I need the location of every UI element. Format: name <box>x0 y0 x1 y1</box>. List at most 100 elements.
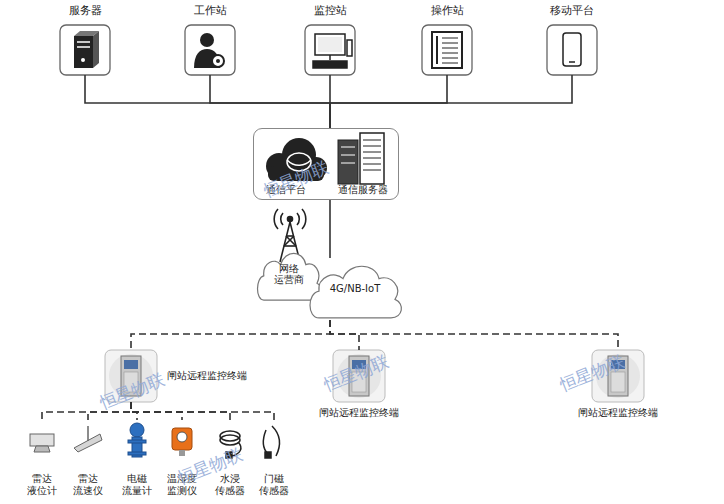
monitor-icon <box>329 55 331 60</box>
node-label: 移动平台 <box>535 5 609 18</box>
icon-frame <box>185 25 235 75</box>
flowmeter-icon <box>128 423 146 457</box>
server-rack-icon <box>363 152 381 153</box>
node-label: 雷达 流速仪 <box>64 473 112 496</box>
antenna-tower <box>297 213 299 225</box>
node-label: 工作站 <box>173 5 247 18</box>
mobile-icon <box>563 33 581 66</box>
node-label: 通信服务器 <box>338 184 388 196</box>
operator-panel-icon <box>442 53 458 54</box>
server-icon <box>93 31 99 68</box>
server-rack-icon <box>341 155 355 156</box>
server-rack-icon <box>338 140 358 184</box>
operator-panel-icon <box>442 63 458 64</box>
connector <box>330 75 447 128</box>
workstation-icon <box>194 33 224 68</box>
monitor-icon <box>318 37 342 52</box>
antenna-tower <box>286 236 296 246</box>
antenna-tower <box>302 209 306 229</box>
connector <box>330 75 572 128</box>
node-label: 操作站 <box>410 5 484 18</box>
workstation-icon <box>216 59 220 63</box>
antenna-tower <box>281 213 283 225</box>
workstation-icon <box>200 33 214 47</box>
device-node: 电磁 流量计 <box>113 420 161 496</box>
radar-level-icon <box>34 446 50 452</box>
operator-panel-icon <box>442 43 458 44</box>
antenna-tower <box>284 245 296 247</box>
server-icon <box>77 46 90 48</box>
server-rack-icon <box>341 163 355 164</box>
door-sensor-icon <box>265 452 271 458</box>
operator-panel-icon <box>442 58 458 59</box>
device-node: 雷达 液位计 <box>18 420 66 496</box>
flowmeter-icon <box>130 423 144 437</box>
node-label: 雷达 液位计 <box>18 473 66 496</box>
connector <box>131 402 182 420</box>
monitor-icon <box>313 61 347 68</box>
device-node: 服务器 <box>48 5 122 75</box>
icon-frame <box>60 25 110 75</box>
icon-frame <box>547 25 597 75</box>
device-node: 工作站 <box>173 5 247 75</box>
mobile-icon <box>563 33 581 66</box>
antenna-tower <box>288 217 293 222</box>
temp-humidity-icon <box>172 428 192 456</box>
node-label: 电磁 流量计 <box>113 473 161 496</box>
door-sensor-icon <box>272 426 279 456</box>
server-icon <box>77 41 90 43</box>
server-icon <box>74 31 99 68</box>
node-label: 门磁 传感器 <box>250 473 298 496</box>
operator-panel-icon <box>436 36 438 64</box>
connector <box>131 320 330 350</box>
operator-panel-icon <box>442 38 458 39</box>
operator-panel-icon <box>432 32 462 68</box>
watermark: 恒星物联 <box>320 350 392 397</box>
node-label: 闸站远程监控终端 <box>167 370 247 382</box>
flowmeter-icon <box>128 440 146 443</box>
connector <box>330 320 618 350</box>
node-label: 监控站 <box>293 5 367 18</box>
device-node: 雷达 流速仪 <box>64 420 112 496</box>
watermark: 恒星物联 <box>260 156 332 203</box>
terminal-cabinet <box>124 360 138 369</box>
radar-velocity-icon <box>74 426 102 452</box>
device-node: 移动平台 <box>535 5 609 75</box>
server-rack-icon <box>363 146 381 147</box>
server-rack-icon <box>363 158 381 159</box>
device-node: 门磁 传感器 <box>250 420 298 496</box>
server-rack-icon <box>338 133 384 184</box>
terminal-cabinet <box>105 350 644 402</box>
node-label: 服务器 <box>48 5 122 18</box>
icon-frame <box>60 25 597 75</box>
server-rack-icon <box>363 170 381 171</box>
temp-humidity-icon <box>177 432 187 442</box>
antenna-tower <box>284 236 294 246</box>
door-sensor-icon <box>263 426 279 458</box>
server-icon <box>81 58 85 62</box>
server-rack-icon <box>360 133 384 184</box>
monitor-icon <box>347 40 352 56</box>
cloud-node: 4G/NB-IoT <box>305 258 405 320</box>
radar-level-icon <box>30 434 54 446</box>
antenna-tower <box>274 209 278 229</box>
node-label: 4G/NB-IoT <box>330 283 381 295</box>
monitor-icon <box>313 34 352 68</box>
watermark: 恒星物联 <box>556 350 628 397</box>
server-icon <box>74 36 93 68</box>
temp-humidity-icon <box>179 450 185 456</box>
device-node: 监控站 <box>293 5 367 75</box>
server-rack-icon <box>363 140 381 141</box>
workstation-icon <box>212 55 224 67</box>
flowmeter-icon <box>128 452 146 455</box>
node-label: 网络 运营商 <box>271 263 307 286</box>
connector <box>131 402 230 420</box>
server-rack-icon <box>341 147 355 148</box>
connector <box>131 402 274 420</box>
radar-level-icon <box>30 434 54 452</box>
server-rack-icon <box>363 164 381 165</box>
icon-frame <box>422 25 472 75</box>
temp-humidity-icon <box>172 428 192 450</box>
